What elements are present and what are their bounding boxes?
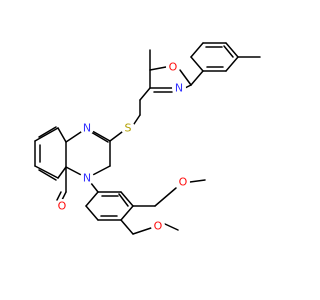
bond xyxy=(57,127,67,143)
bond xyxy=(38,126,57,138)
nitrogen-atom-1: N xyxy=(80,121,94,135)
methoxy-oxygen-atom-1: O xyxy=(176,175,190,189)
bond xyxy=(61,191,67,201)
bond xyxy=(164,223,179,231)
oxazole-oxygen-atom: O xyxy=(166,60,180,74)
bond xyxy=(190,56,204,72)
bond xyxy=(120,191,134,207)
bond xyxy=(154,187,177,207)
bond xyxy=(139,87,151,101)
bond xyxy=(190,42,204,58)
bond xyxy=(225,56,239,72)
bond xyxy=(133,114,141,125)
atom-label-n3: N xyxy=(83,172,91,185)
atom-label-layer: S N N N O O O xyxy=(55,60,190,233)
bond xyxy=(149,66,167,71)
bond xyxy=(120,205,134,221)
bond xyxy=(179,69,192,86)
atom-label-n-oxazole: N xyxy=(175,82,183,95)
methoxy-oxygen-atom-2: O xyxy=(151,219,165,233)
atom-label-s: S xyxy=(125,122,132,135)
bond xyxy=(223,45,234,58)
bond xyxy=(85,205,99,221)
bond xyxy=(189,179,206,183)
bond xyxy=(34,127,59,142)
bond xyxy=(85,191,99,207)
bond xyxy=(57,166,67,179)
bond xyxy=(120,219,134,235)
bond xyxy=(56,191,62,201)
bond xyxy=(109,131,123,142)
sulfur-atom: S xyxy=(121,121,135,135)
bond xyxy=(34,165,59,179)
nitrogen-atom-3: N xyxy=(80,171,94,185)
bond xyxy=(38,169,57,181)
carbonyl-oxygen-atom: O xyxy=(55,199,69,213)
atom-label-n1: N xyxy=(83,122,91,135)
bond xyxy=(118,193,129,207)
molecule-structure: S N N N O O O xyxy=(34,42,261,235)
atom-label-o-carbonyl: O xyxy=(58,200,67,213)
bond xyxy=(132,227,152,235)
bond xyxy=(190,70,204,86)
atom-label-o-methoxy-2: O xyxy=(154,220,163,233)
oxazole-nitrogen-atom: N xyxy=(172,81,186,95)
bond xyxy=(184,84,192,89)
bond xyxy=(90,131,109,143)
atom-label-o-methoxy-1: O xyxy=(179,176,188,189)
structure-canvas: S N N N O O O xyxy=(34,42,261,235)
bond xyxy=(225,42,239,58)
atom-label-o-oxazole: O xyxy=(169,61,178,74)
